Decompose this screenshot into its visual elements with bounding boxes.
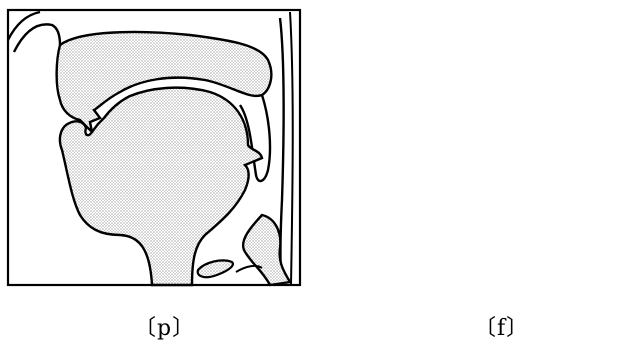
panel-p [8,10,300,285]
panel-f-label: 〔f〕 [474,310,529,342]
panel-p-label: 〔p〕 [134,310,195,342]
